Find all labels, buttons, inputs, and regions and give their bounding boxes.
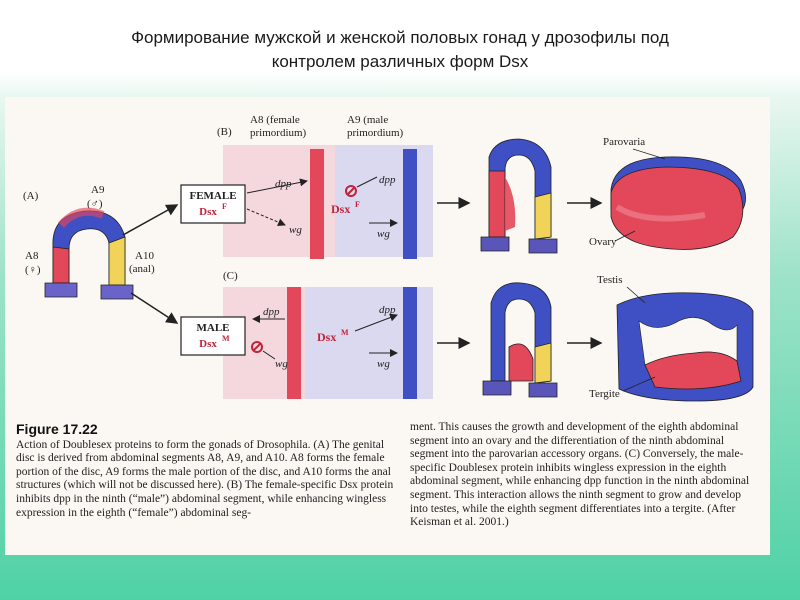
male-box-line1: MALE: [197, 322, 230, 334]
a8-stripe-c: [287, 287, 301, 399]
a8-header-line2: primordium): [250, 127, 307, 139]
b-wg-right: wg: [377, 228, 390, 240]
c-wg-right: wg: [377, 358, 390, 370]
c-arrow-dpp-right: [354, 313, 398, 332]
c-dsx-center-sup: M: [341, 328, 349, 337]
a9-stripe-b: [403, 149, 417, 259]
a10-label: A10: [135, 250, 154, 262]
ovary-drawing: [610, 156, 746, 250]
caption-left: Figure 17.22 Action of Doublesex protein…: [16, 421, 396, 520]
panel-a-label: (A): [23, 190, 39, 202]
b-dsx-center-sup: F: [355, 200, 360, 209]
c-inhibit-icon: [251, 341, 263, 353]
slide-title: Формирование мужской и женской половых г…: [40, 26, 760, 74]
a8-sex-label: (♀): [25, 264, 41, 276]
ovary-leader: [614, 230, 636, 242]
a8-stripe-b: [310, 149, 324, 259]
a9-sex-label: (♂): [87, 198, 103, 210]
b-inhibit-line: [356, 176, 378, 188]
female-box-sup: F: [222, 202, 227, 211]
female-box-line2: Dsx: [199, 206, 217, 218]
c-inhibit-slash: [252, 342, 262, 352]
b-inhibit-icon: [345, 185, 357, 197]
figure-illustration: (A) A9 (♂) A8 (♀) A10 (anal) (B) A8 (fem…: [23, 114, 754, 402]
caption-right: ment. This causes the growth and develop…: [410, 421, 760, 530]
female-field-band-right: [335, 145, 433, 257]
female-disc-drawing: [480, 138, 558, 254]
figure-panel: (A) A9 (♂) A8 (♀) A10 (anal) (B) A8 (fem…: [5, 97, 770, 555]
figure-number: Figure 17.22: [16, 421, 98, 437]
a10-note-label: (anal): [129, 263, 155, 275]
male-disc-drawing: [482, 282, 558, 398]
male-box-line2: Dsx: [199, 338, 217, 350]
male-box: MALE Dsx M: [180, 316, 246, 356]
testis-drawing: [616, 292, 754, 402]
b-dpp-left: dpp: [275, 178, 292, 190]
parovaria-label: Parovaria: [603, 136, 645, 148]
b-dpp-right: dpp: [379, 174, 396, 186]
c-dpp-left: dpp: [263, 306, 280, 318]
b-wg-left: wg: [289, 224, 302, 236]
female-box-line1: FEMALE: [189, 190, 236, 202]
male-box-sup: M: [222, 334, 230, 343]
a9-header-line1: A9 (male: [347, 114, 388, 126]
caption-left-text: Action of Doublesex proteins to form the…: [16, 438, 394, 519]
slide-title-line1: Формирование мужской и женской половых г…: [131, 28, 669, 47]
slide-title-line2: контролем различных форм Dsx: [271, 52, 529, 71]
b-arrow-dpp-left: [246, 178, 308, 194]
genital-disc-drawing: [44, 207, 134, 300]
tergite-label: Tergite: [589, 388, 620, 400]
tergite-leader: [622, 376, 656, 392]
c-dpp-right: dpp: [379, 304, 396, 316]
arrow-to-female: [122, 204, 179, 236]
arrow-to-male: [130, 292, 179, 324]
c-inhibit-line: [262, 350, 276, 360]
ovary-label: Ovary: [589, 236, 617, 248]
panel-b-label: (B): [217, 126, 232, 138]
female-box: FEMALE Dsx F: [180, 184, 246, 224]
testis-leader: [626, 286, 646, 304]
a9-label: A9: [91, 184, 105, 196]
c-dsx-center: Dsx: [317, 330, 336, 344]
caption-right-text: ment. This causes the growth and develop…: [410, 421, 750, 529]
a9-header-line2: primordium): [347, 127, 404, 139]
panel-c-label: (C): [223, 270, 238, 282]
parovaria-leader: [632, 148, 666, 160]
b-arrow-wg-left: [246, 208, 286, 226]
c-wg-left: wg: [275, 358, 288, 370]
b-dsx-center: Dsx: [331, 202, 350, 216]
b-inhibit-slash: [346, 186, 356, 196]
a8-label: A8: [25, 250, 39, 262]
a9-stripe-c: [403, 287, 417, 399]
a8-header-line1: A8 (female: [250, 114, 300, 126]
testis-label: Testis: [597, 274, 623, 286]
